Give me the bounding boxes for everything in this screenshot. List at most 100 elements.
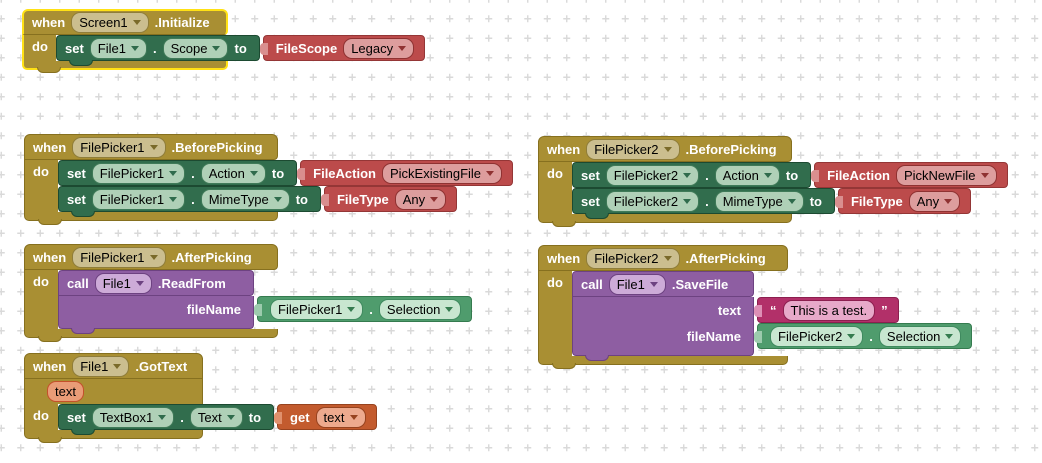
component-dropdown[interactable]: File1 <box>608 273 666 295</box>
option-dropdown[interactable]: PickExistingFile <box>381 162 503 184</box>
event-header[interactable]: when FilePicker1 .BeforePicking <box>24 134 278 160</box>
property-dropdown[interactable]: Text <box>189 406 243 428</box>
event-header[interactable]: when Screen1 .Initialize <box>22 9 228 35</box>
option-dropdown[interactable]: Legacy <box>343 37 415 59</box>
option-dropdown[interactable]: Any <box>908 190 961 212</box>
property-dropdown[interactable]: Action <box>714 164 780 186</box>
close-quote: ” <box>881 302 888 318</box>
component-dropdown[interactable]: File1 <box>89 37 147 59</box>
event-params-row: text <box>24 379 203 404</box>
method-call-block[interactable]: call File1 .ReadFrom fileName FilePicker… <box>58 270 473 334</box>
property-dropdown[interactable]: MimeType <box>200 188 290 210</box>
component-dropdown[interactable]: FilePicker1 <box>72 246 166 268</box>
method-name: .ReadFrom <box>157 275 226 291</box>
property-dropdown[interactable]: Action <box>200 162 266 184</box>
dropdown-value: FilePicker1 <box>99 191 165 207</box>
component-dropdown[interactable]: FilePicker2 <box>586 138 680 160</box>
method-call-block[interactable]: call File1 .SaveFile text “ This is a te… <box>572 271 973 361</box>
component-dropdown[interactable]: File1 <box>94 272 152 294</box>
option-dropdown[interactable]: Any <box>394 188 447 210</box>
component-dropdown[interactable]: TextBox1 <box>91 406 175 428</box>
dropdown-value: Selection <box>886 328 941 344</box>
chevron-down-icon <box>169 196 178 202</box>
component-dropdown[interactable]: FilePicker2 <box>605 190 700 212</box>
chevron-down-icon <box>347 306 356 312</box>
chevron-down-icon <box>169 170 178 176</box>
dropdown-value: FilePicker2 <box>613 167 679 183</box>
set-property-block[interactable]: set FilePicker1 . MimeType to FileType A… <box>58 186 458 212</box>
getter-value-block[interactable]: FilePicker1 . Selection <box>253 296 473 322</box>
component-dropdown[interactable]: FilePicker1 <box>91 162 186 184</box>
helper-value-block[interactable]: FileType Any <box>834 188 972 214</box>
string-field[interactable]: This is a test. <box>782 299 876 321</box>
property-dropdown[interactable]: Selection <box>878 325 962 347</box>
event-header[interactable]: when FilePicker1 .AfterPicking <box>24 244 278 270</box>
helper-value-block[interactable]: FileType Any <box>320 186 458 212</box>
set-keyword: set <box>67 409 86 425</box>
get-variable-block[interactable]: get text <box>274 404 377 430</box>
component-dropdown[interactable]: Screen1 <box>71 12 149 33</box>
event-block-filepicker1-afterpicking[interactable]: when FilePicker1 .AfterPicking do call F… <box>24 244 473 342</box>
arg-label: text <box>717 302 741 318</box>
event-block-screen1-initialize[interactable]: when Screen1 .Initialize do set File1 . … <box>22 9 426 73</box>
dropdown-value: File1 <box>80 358 109 374</box>
component-dropdown[interactable]: FilePicker1 <box>270 298 364 320</box>
event-block-filepicker2-afterpicking[interactable]: when FilePicker2 .AfterPicking do call F… <box>538 245 973 369</box>
property-dropdown[interactable]: MimeType <box>714 190 804 212</box>
dropdown-value: FilePicker1 <box>80 249 145 265</box>
dot-separator: . <box>705 193 709 209</box>
set-property-block[interactable]: set File1 . Scope to FileScope Legacy <box>56 35 426 61</box>
dropdown-value: Selection <box>386 301 441 317</box>
string-value-block[interactable]: “ This is a test. ” <box>754 297 899 323</box>
chevron-down-icon <box>149 144 158 150</box>
chevron-down-icon <box>787 198 796 204</box>
event-block-file1-gottext[interactable]: when File1 .GotText text do set TextBox1… <box>24 353 377 443</box>
helper-type-label: FileType <box>336 191 389 207</box>
helper-value-block[interactable]: FileScope Legacy <box>259 35 426 61</box>
dot-separator: . <box>705 167 709 183</box>
component-dropdown[interactable]: FilePicker1 <box>72 136 166 158</box>
dropdown-value: File1 <box>97 40 126 56</box>
helper-value-block[interactable]: FileAction PickExistingFile <box>297 160 514 186</box>
chevron-down-icon <box>763 172 772 178</box>
set-property-block[interactable]: set TextBox1 . Text to get text <box>58 404 377 430</box>
statement-connector-bump <box>71 328 95 334</box>
param-chip[interactable]: text <box>47 381 84 402</box>
chevron-down-icon <box>445 306 454 312</box>
variable-dropdown[interactable]: text <box>315 406 366 428</box>
chevron-down-icon <box>149 254 158 260</box>
option-dropdown[interactable]: PickNewFile <box>895 164 997 186</box>
dot-separator: . <box>869 328 873 344</box>
dropdown-value: text <box>323 409 345 425</box>
component-dropdown[interactable]: FilePicker2 <box>586 247 680 269</box>
property-dropdown[interactable]: Selection <box>378 298 462 320</box>
event-header[interactable]: when File1 .GotText <box>24 353 203 379</box>
event-block-filepicker1-beforepicking[interactable]: when FilePicker1 .BeforePicking do set F… <box>24 134 514 225</box>
statement-connector-bump <box>71 211 95 217</box>
do-rail: do <box>24 404 58 430</box>
helper-value-block[interactable]: FileAction PickNewFile <box>811 162 1008 188</box>
chevron-down-icon <box>130 45 139 51</box>
set-property-block[interactable]: set FilePicker2 . MimeType to FileType A… <box>572 188 972 214</box>
event-block-filepicker2-beforepicking[interactable]: when FilePicker2 .BeforePicking do set F… <box>538 136 1008 227</box>
block-foot <box>24 430 203 443</box>
property-dropdown[interactable]: Scope <box>162 37 229 59</box>
component-dropdown[interactable]: File1 <box>72 355 130 377</box>
dropdown-value: FilePicker1 <box>99 165 165 181</box>
set-property-block[interactable]: set FilePicker2 . Action to FileAction P… <box>572 162 1008 188</box>
component-dropdown[interactable]: FilePicker2 <box>605 164 700 186</box>
when-keyword: when <box>33 249 67 265</box>
component-dropdown[interactable]: FilePicker1 <box>91 188 186 210</box>
event-header[interactable]: when FilePicker2 .BeforePicking <box>538 136 792 162</box>
getter-value-block[interactable]: FilePicker2 . Selection <box>753 323 973 349</box>
dropdown-value: PickNewFile <box>903 167 976 183</box>
set-property-block[interactable]: set FilePicker1 . Action to FileAction P… <box>58 160 514 186</box>
helper-type-label: FileType <box>850 193 903 209</box>
to-keyword: to <box>809 193 822 209</box>
component-dropdown[interactable]: FilePicker2 <box>770 325 864 347</box>
do-rail: do <box>538 271 572 356</box>
event-header[interactable]: when FilePicker2 .AfterPicking <box>538 245 788 271</box>
when-keyword: when <box>33 139 67 155</box>
event-name: .BeforePicking <box>685 141 777 157</box>
